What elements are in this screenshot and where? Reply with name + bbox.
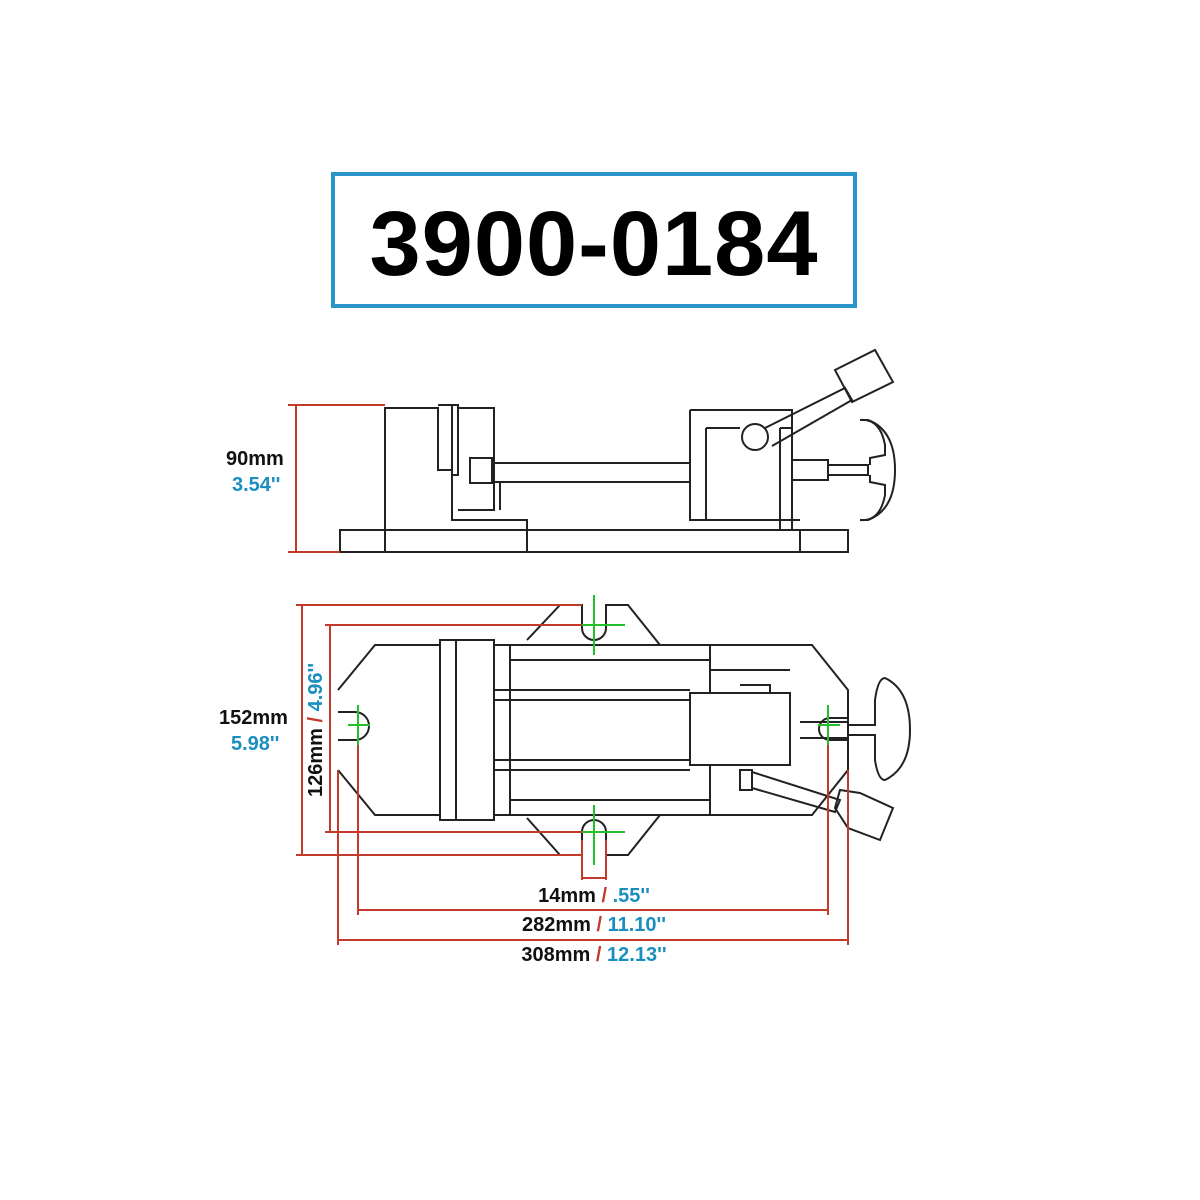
- hole-spacing-label: 282mm / 11.10'': [522, 913, 666, 937]
- center-marks: [348, 595, 840, 865]
- dimension-lines: [296, 604, 849, 945]
- slot-spacing-mm: 126mm: [305, 728, 327, 798]
- slot-width-inch: .55'': [612, 885, 650, 907]
- overall-length-inch: 12.13'': [607, 944, 667, 966]
- side-view: [339, 348, 897, 553]
- height-dimension: [288, 404, 385, 553]
- overall-length-sep: /: [595, 944, 602, 966]
- height-inch-label: 3.54'': [232, 474, 281, 496]
- top-view: [337, 604, 912, 856]
- overall-length-label: 308mm / 12.13'': [521, 943, 666, 967]
- slot-spacing-inch: 4.96'': [305, 662, 327, 712]
- hole-spacing-sep: /: [596, 914, 603, 936]
- width-inch-label: 5.98'': [231, 733, 280, 755]
- slot-width-sep: /: [601, 885, 608, 907]
- width-mm-label: 152mm: [219, 707, 288, 729]
- part-number-title: 3900-0184: [369, 193, 819, 295]
- slot-spacing-label: 126mm / 4.96'': [304, 660, 328, 800]
- overall-length-mm: 308mm: [521, 944, 591, 966]
- hole-spacing-inch: 11.10'': [607, 914, 667, 936]
- slot-width-mm: 14mm: [538, 885, 596, 907]
- hole-spacing-mm: 282mm: [521, 914, 591, 936]
- height-mm-label: 90mm: [226, 448, 284, 470]
- part-number-box: 3900-0184: [331, 172, 857, 308]
- slot-spacing-sep: /: [305, 716, 327, 723]
- slot-width-label: 14mm / .55'': [538, 884, 650, 908]
